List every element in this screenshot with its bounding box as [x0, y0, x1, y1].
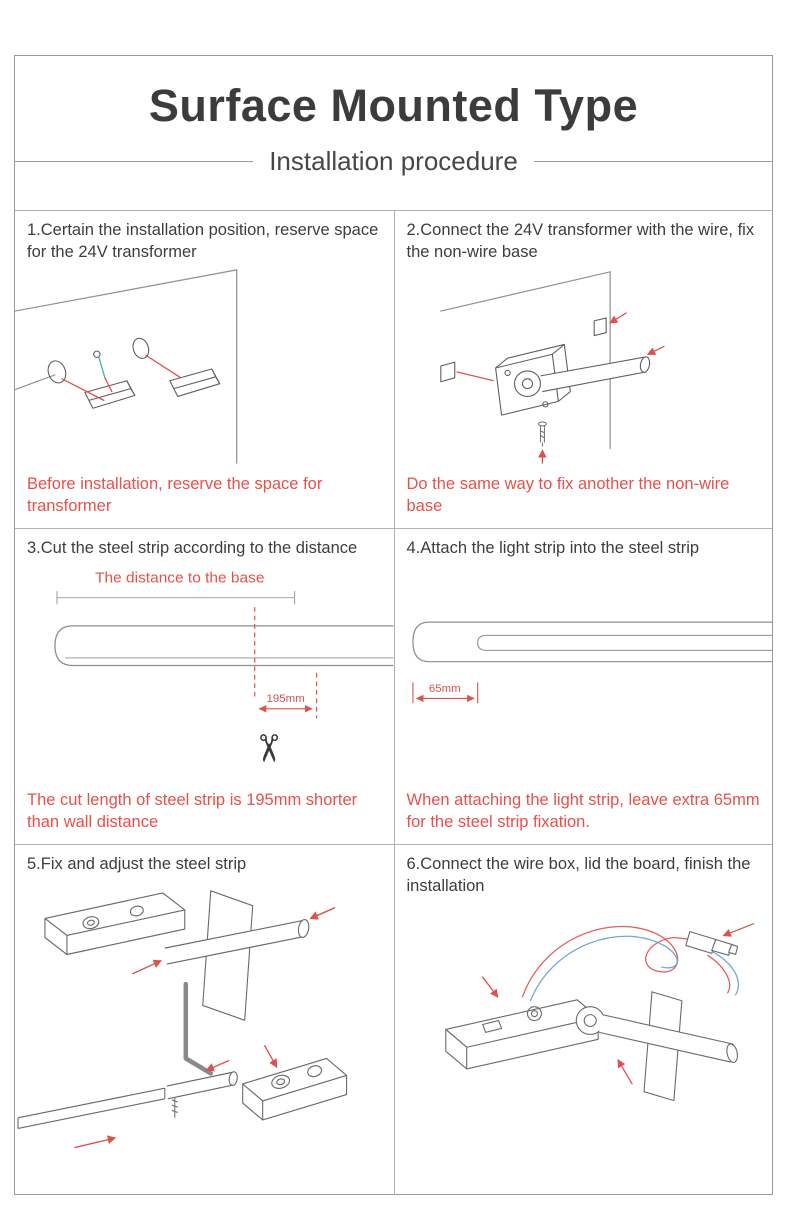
scissors-icon: ✂: [245, 732, 289, 764]
step-6: 6.Connect the wire box, lid the board, f…: [393, 844, 773, 1194]
subtitle-rule-right: [533, 161, 773, 162]
steel-strip-cutting-drawing: The distance to the base: [54, 570, 394, 764]
subtitle-row: Installation procedure: [15, 146, 773, 177]
step-5-heading: 5.Fix and adjust the steel strip: [27, 855, 247, 873]
step-4-illustration: 65mm: [395, 560, 772, 791]
page-title: Surface Mounted Type: [148, 80, 639, 131]
step-3-heading: 3.Cut the steel strip according to the d…: [27, 539, 358, 557]
steps-grid: 1.Certain the installation position, res…: [15, 210, 772, 1194]
base-fixing-drawing: [439, 270, 665, 464]
step-4: 4.Attach the light strip into the steel …: [393, 528, 772, 844]
step-6-illustration: [395, 898, 773, 1194]
wall-anchors-drawing: [15, 268, 238, 464]
wire-box-connection-drawing: [444, 922, 754, 1101]
step-6-heading: 6.Connect the wire box, lid the board, f…: [406, 855, 751, 895]
step-3-caption: The cut length of steel strip is 195mm s…: [27, 791, 358, 832]
step-1-illustration: [15, 264, 394, 475]
wire-connector: [684, 930, 738, 956]
step-1: 1.Certain the installation position, res…: [15, 211, 394, 528]
distance-label: The distance to the base: [95, 570, 264, 586]
light-strip-attach-drawing: 65mm: [411, 621, 772, 703]
step-2: 2.Connect the 24V transformer with the w…: [393, 211, 773, 528]
page-subtitle: Installation procedure: [269, 146, 518, 176]
step-2-heading: 2.Connect the 24V transformer with the w…: [406, 221, 755, 261]
step-4-caption: When attaching the light strip, leave ex…: [406, 791, 760, 832]
strip-adjustment-drawing: [17, 890, 348, 1149]
step-1-caption: Before installation, reserve the space f…: [27, 475, 323, 516]
page-border: Surface Mounted Type Installation proced…: [14, 55, 773, 1195]
step-2-caption: Do the same way to fix another the non-w…: [406, 475, 730, 516]
offset-measurement-label: 65mm: [428, 683, 460, 695]
step-1-heading: 1.Certain the installation position, res…: [27, 221, 379, 261]
step-4-heading: 4.Attach the light strip into the steel …: [406, 539, 700, 557]
step-5-illustration: [15, 876, 394, 1194]
subtitle-rule-left: [15, 161, 254, 162]
step-5: 5.Fix and adjust the steel strip: [15, 844, 394, 1194]
page-header: Surface Mounted Type Installation proced…: [15, 56, 773, 210]
step-3-illustration: The distance to the base: [15, 560, 394, 791]
cut-measurement-label: 195mm: [267, 693, 305, 705]
step-3: 3.Cut the steel strip according to the d…: [15, 528, 394, 844]
step-2-illustration: [395, 264, 773, 475]
